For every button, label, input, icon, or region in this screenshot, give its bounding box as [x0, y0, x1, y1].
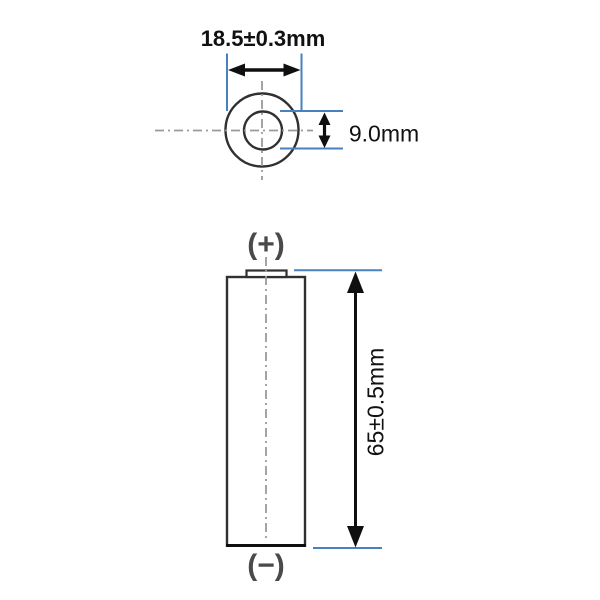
diameter-arrowhead-right — [283, 63, 301, 77]
nub-arrowhead-up — [318, 112, 331, 125]
side-view — [225, 257, 382, 549]
diameter-arrowhead-left — [228, 63, 245, 77]
negative-terminal-label: (−) — [247, 549, 285, 582]
positive-terminal-label: (+) — [247, 228, 285, 261]
nub-diameter-label: 9.0mm — [348, 120, 420, 147]
nub-arrowhead-down — [318, 135, 331, 148]
height-arrowhead-up — [347, 271, 364, 293]
top-view — [155, 53, 343, 180]
diameter-label: 18.5±0.3mm — [200, 26, 326, 51]
height-arrowhead-down — [347, 526, 364, 548]
height-label: 65±0.5mm — [362, 347, 389, 457]
